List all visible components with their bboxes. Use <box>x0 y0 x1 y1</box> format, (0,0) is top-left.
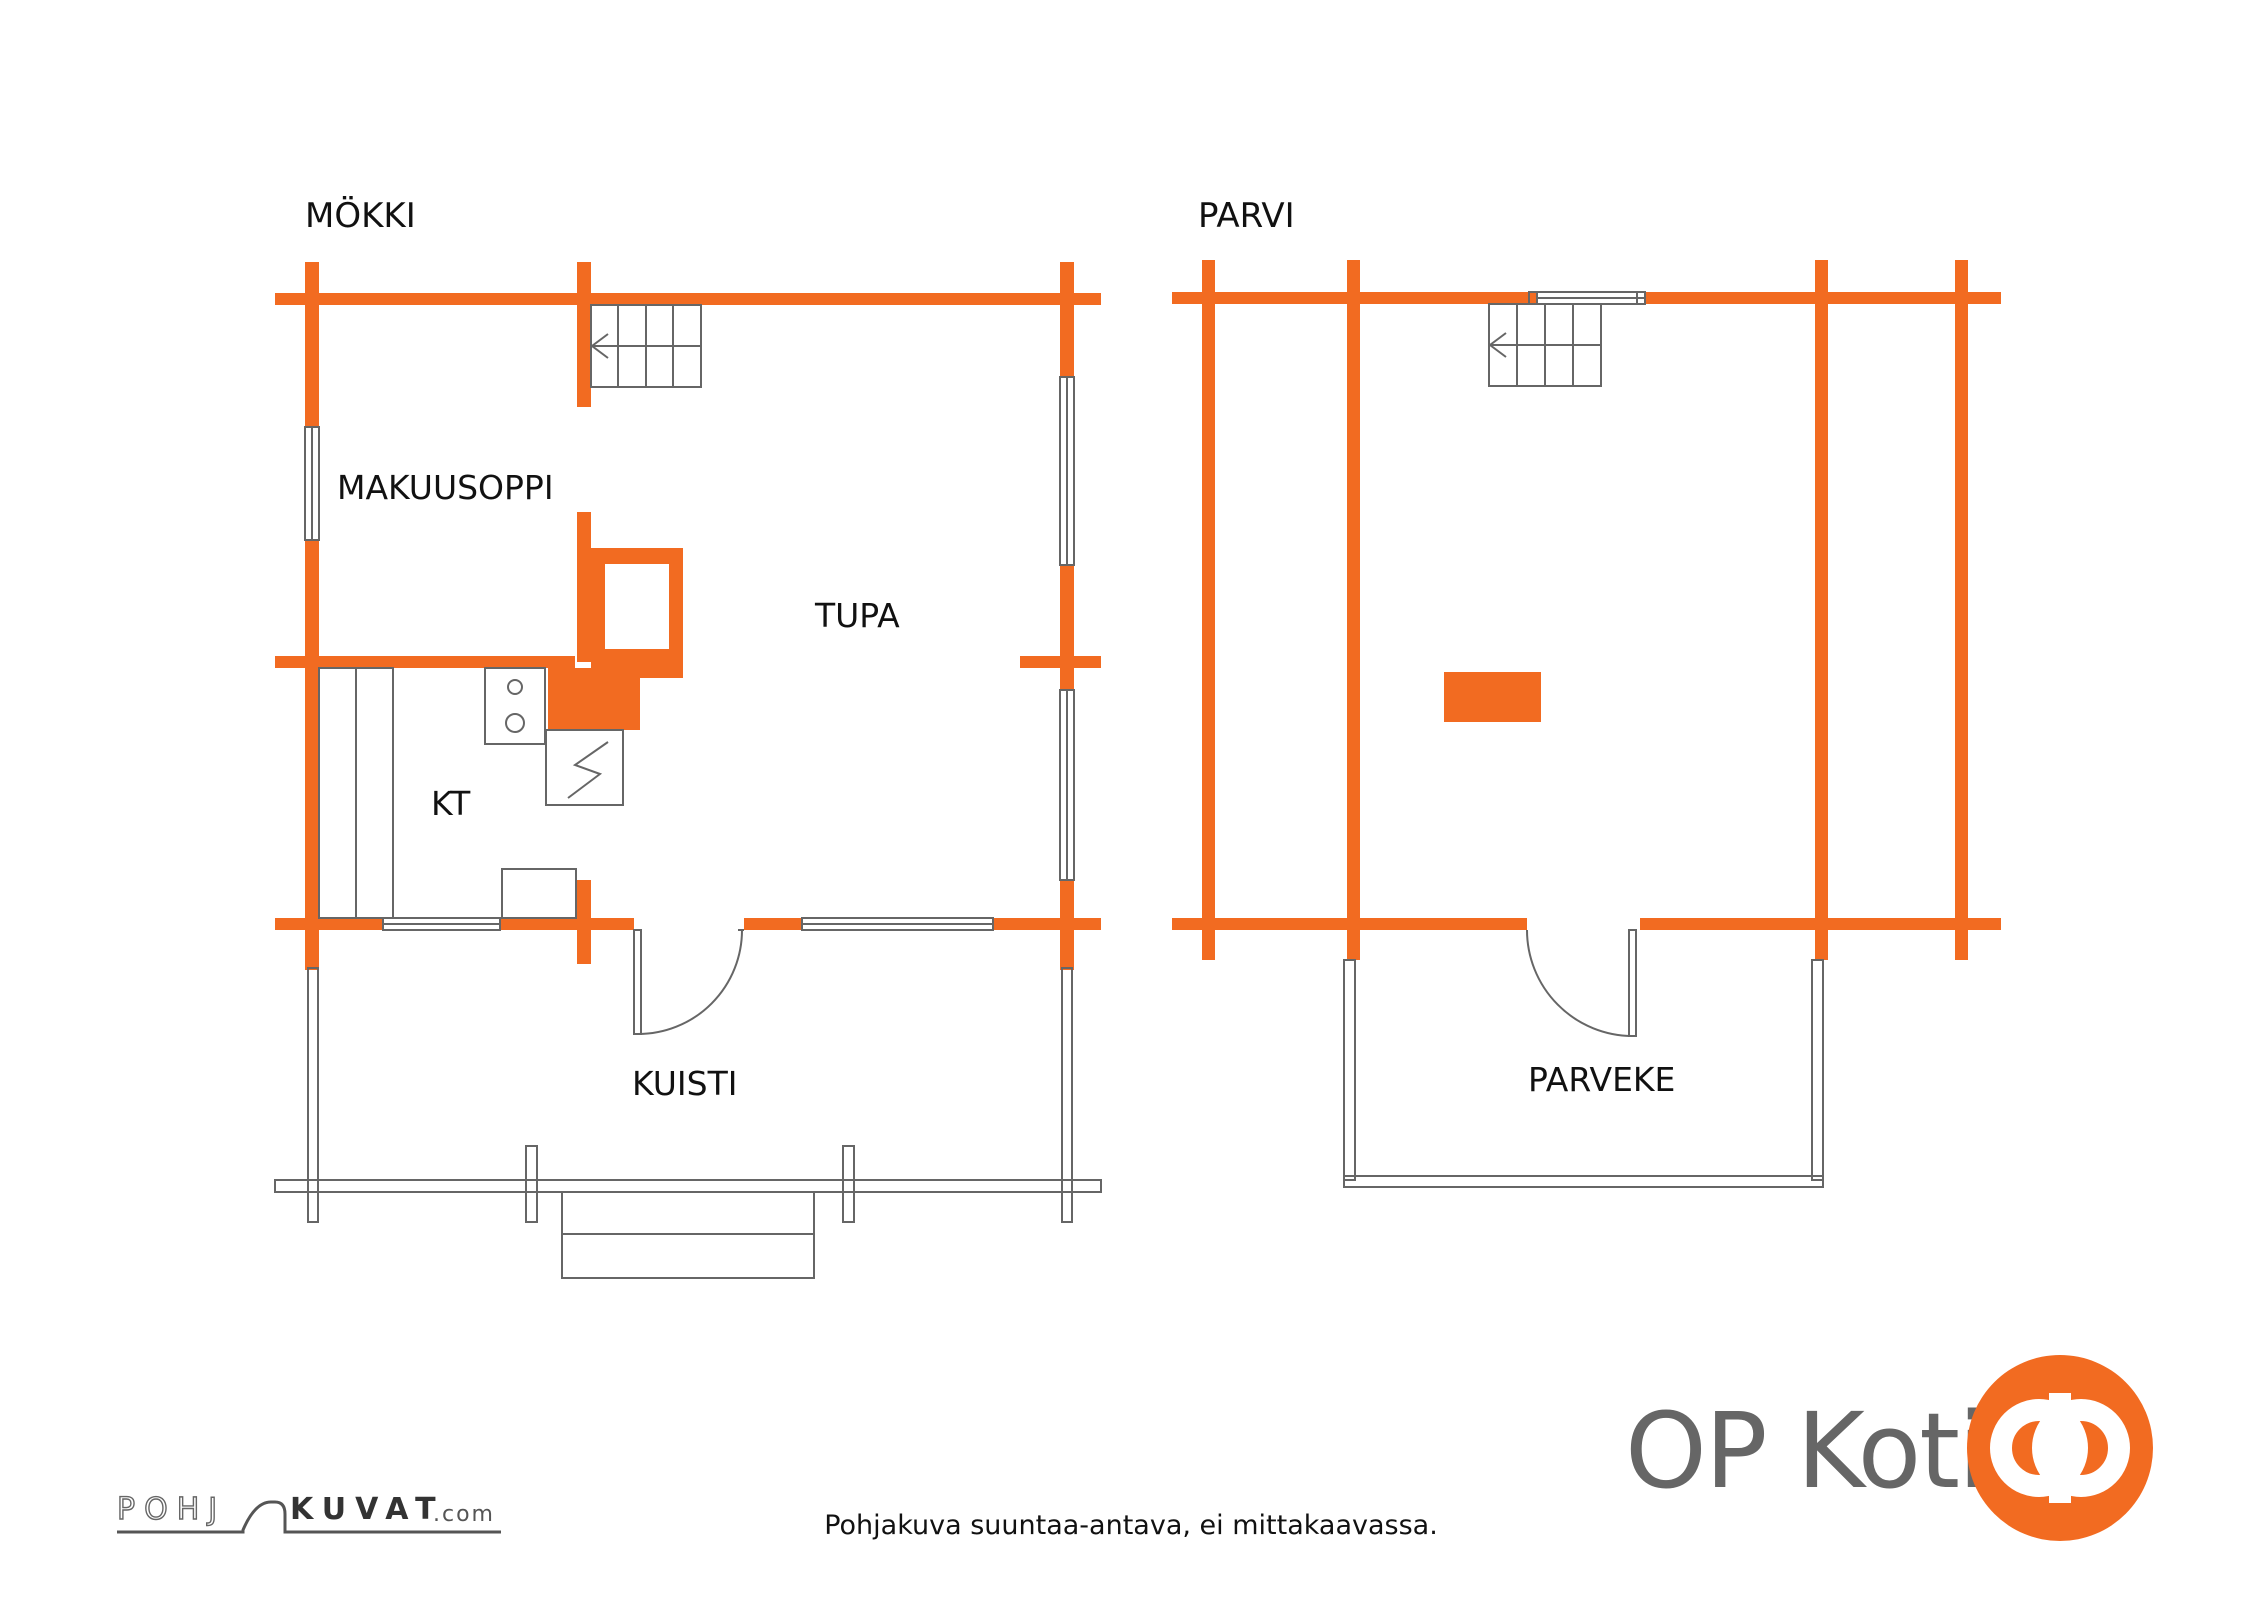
op-logo-icon <box>1967 1355 2153 1541</box>
parvi-plan <box>1172 260 2001 1188</box>
mokki-fixtures <box>274 304 1102 1279</box>
floor-title-parvi: PARVI <box>1198 196 1295 236</box>
publisher-logo: POHJ KUVAT .com <box>115 1490 510 1540</box>
publisher-name-right: KUVAT <box>290 1492 445 1527</box>
mokki-walls <box>275 262 1101 970</box>
parvi-fixtures <box>1343 291 1824 1188</box>
brand-name: OP Koti <box>1625 1390 1987 1512</box>
room-label-kt: KT <box>431 784 471 823</box>
room-label-tupa: TUPA <box>815 596 900 635</box>
parvi-walls <box>1172 260 2001 960</box>
publisher-name-left: POHJ <box>116 1491 227 1527</box>
disclaimer-text: Pohjakuva suuntaa-antava, ei mittakaavas… <box>824 1510 1438 1541</box>
publisher-logo-mark-icon <box>117 1500 501 1534</box>
floor-title-mokki: MÖKKI <box>305 196 416 236</box>
publisher-tld: .com <box>433 1502 495 1527</box>
room-label-parveke: PARVEKE <box>1528 1060 1676 1099</box>
room-label-kuisti: KUISTI <box>632 1064 738 1103</box>
mokki-plan <box>274 262 1102 1279</box>
room-label-makuusoppi: MAKUUSOPPI <box>337 468 554 507</box>
